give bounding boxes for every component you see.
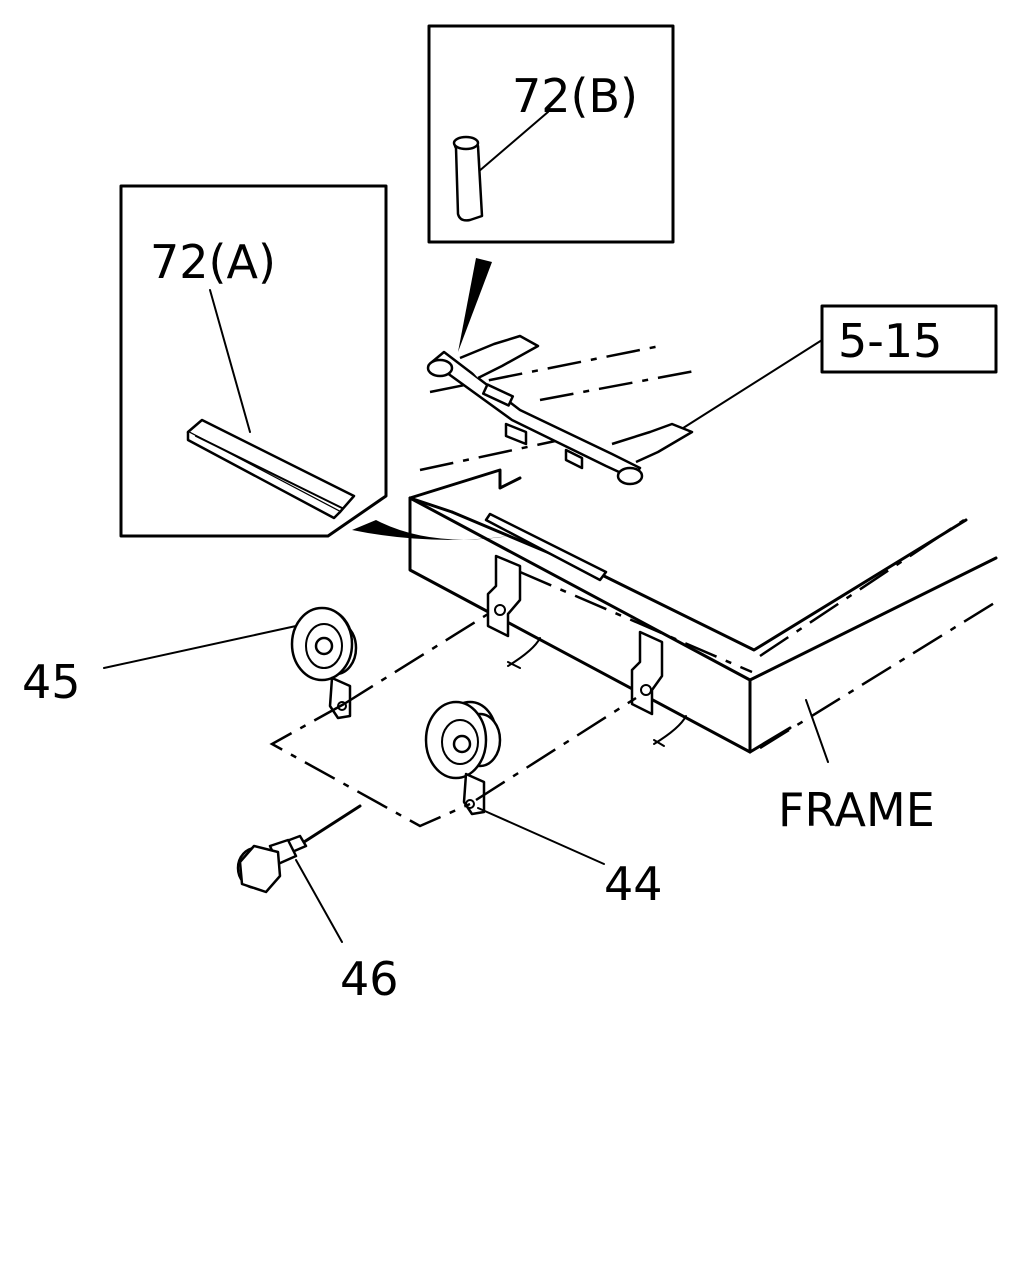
cross-member bbox=[426, 334, 694, 486]
bracket-left bbox=[486, 554, 541, 669]
label-45: 45 bbox=[22, 655, 81, 709]
label-72a: 72(A) bbox=[150, 235, 276, 289]
label-frame: FRAME bbox=[778, 783, 935, 837]
rail-strip bbox=[484, 512, 608, 582]
pointer-72b bbox=[458, 258, 492, 352]
label-46: 46 bbox=[340, 952, 399, 1006]
bracket-right bbox=[630, 630, 687, 747]
assembly-lines bbox=[269, 612, 637, 844]
pointer-72a bbox=[352, 520, 510, 540]
bolt-46 bbox=[236, 834, 308, 894]
ref-box-5-15: 5-15 bbox=[679, 304, 998, 431]
horn-45 bbox=[290, 606, 358, 720]
label-5-15: 5-15 bbox=[838, 314, 942, 368]
frame-structure bbox=[408, 334, 998, 754]
horn-44 bbox=[424, 700, 502, 816]
inset-72a: 72(A) bbox=[119, 184, 510, 540]
inset-72b: 72(B) bbox=[427, 24, 675, 352]
strip-72a bbox=[186, 418, 356, 520]
clip-72b bbox=[452, 135, 484, 222]
label-44: 44 bbox=[604, 857, 663, 911]
label-72b: 72(B) bbox=[512, 69, 638, 123]
